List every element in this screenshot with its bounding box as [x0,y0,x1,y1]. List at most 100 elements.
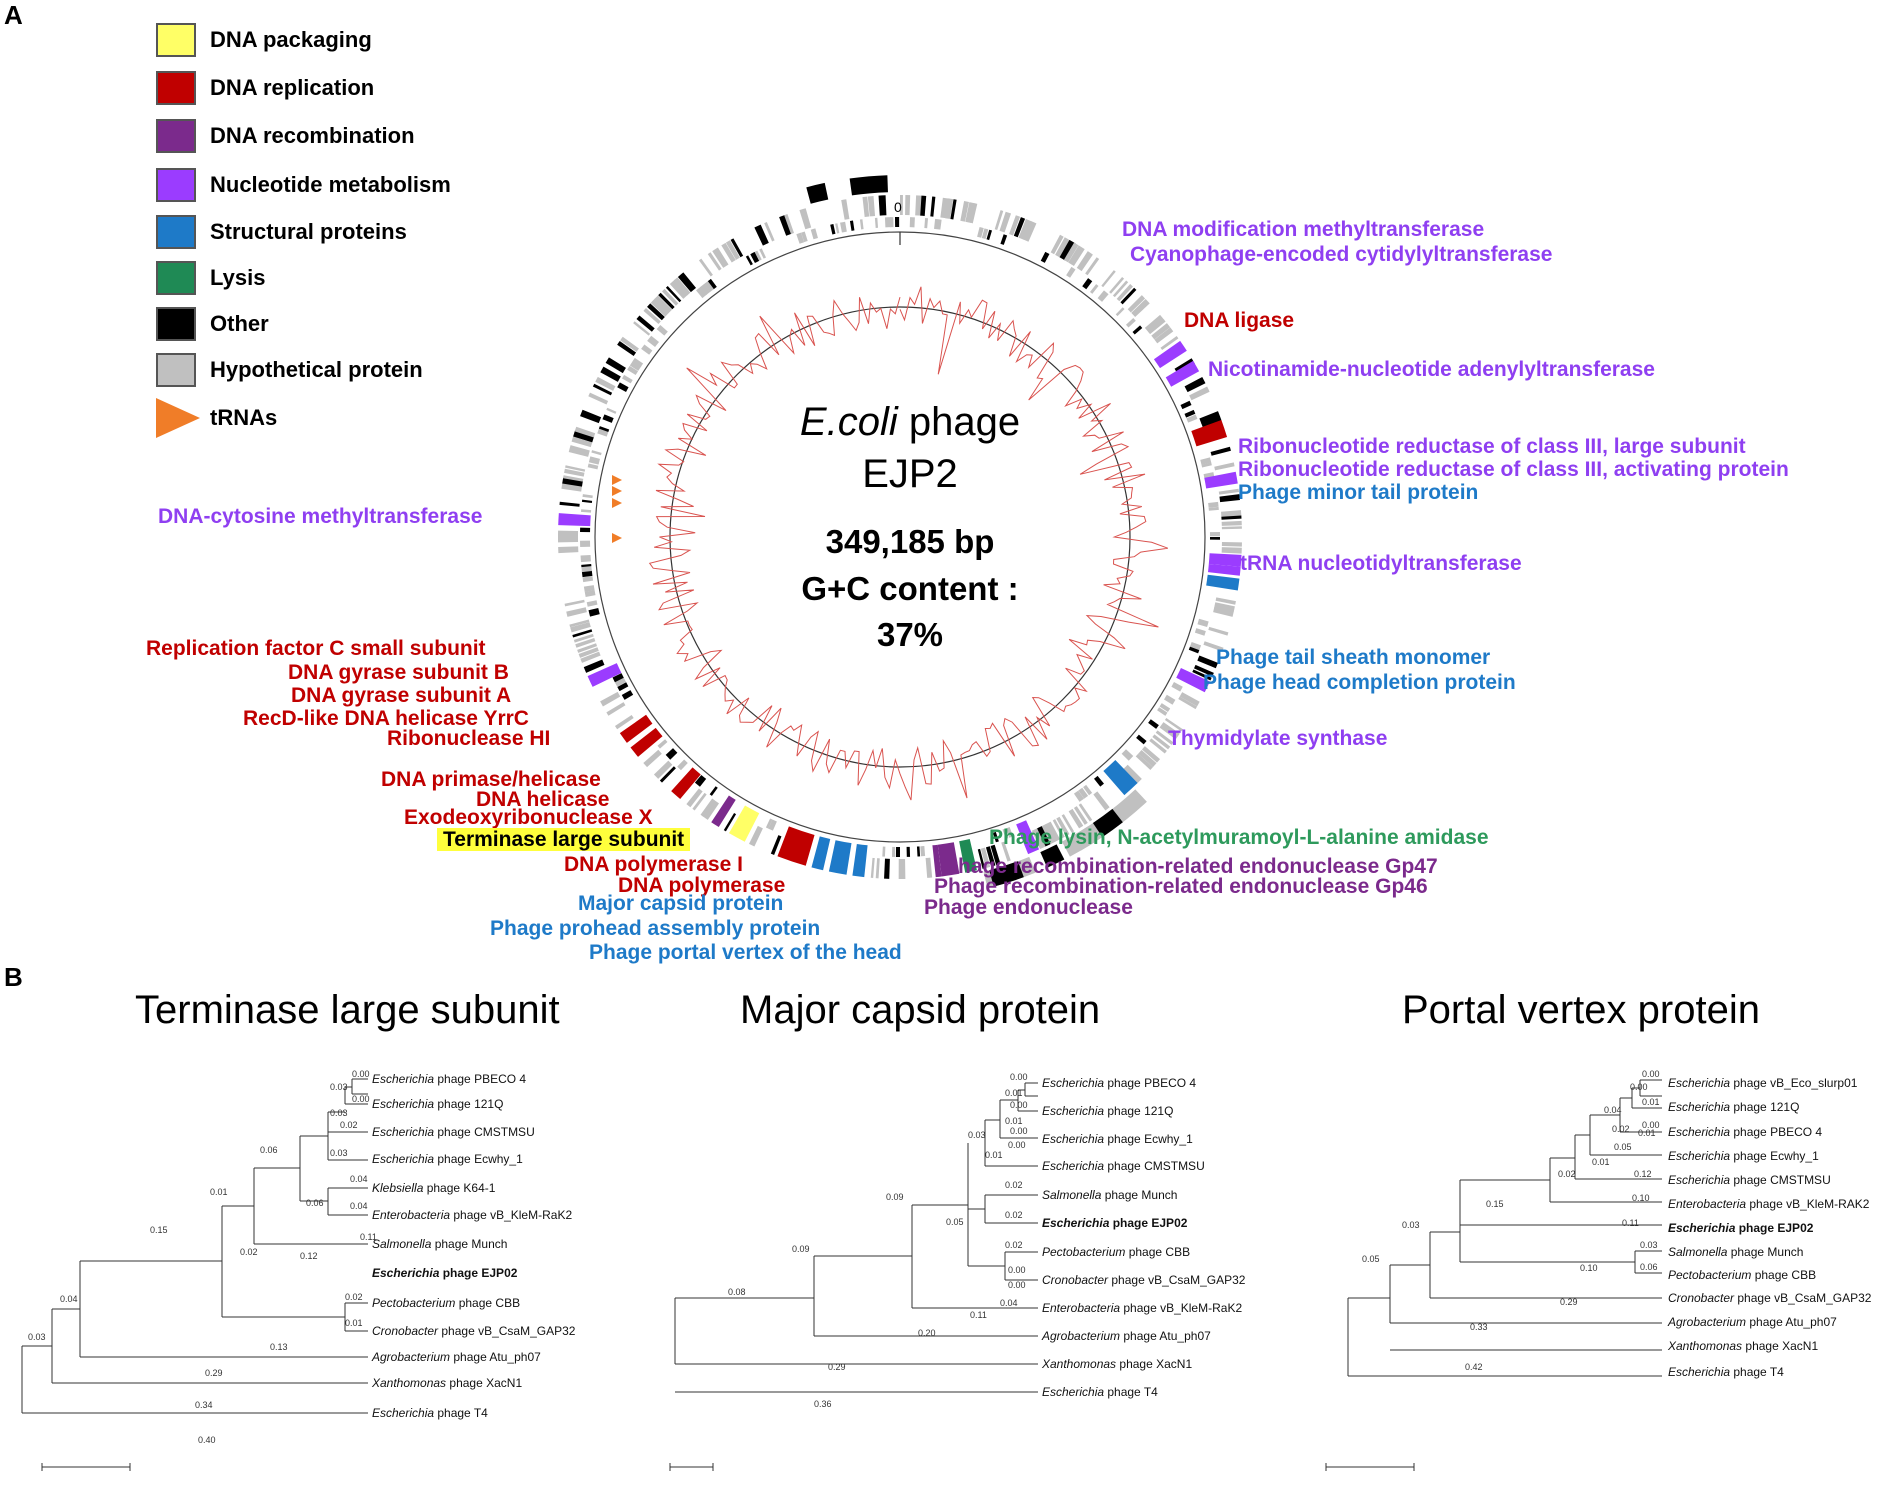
tree-leaf-label: Escherichia phage Ecwhy_1 [1668,1149,1819,1163]
gene-label-recd: RecD-like DNA helicase YrrC [243,707,529,730]
tree-leaf-label: Escherichia phage EJP02 [1668,1221,1814,1235]
cds-forward [1135,753,1153,770]
cds-forward [1221,526,1242,530]
legend-item: Nucleotide metabolism [156,167,451,203]
branch-length-label: 0.00 [1008,1140,1026,1150]
cds-reverse [1083,784,1093,796]
cds-reverse [768,819,777,831]
cds-forward [661,288,679,306]
legend-item: DNA recombination [156,118,415,154]
cds-reverse [602,414,614,423]
legend-label: DNA packaging [210,27,372,52]
cds-reverse [587,463,599,470]
cds-forward [925,857,933,878]
branch-length-label: 0.00 [352,1094,370,1104]
cds-forward [677,272,697,293]
branch-length-label: 0.36 [814,1399,832,1409]
branch-length-label: 0.10 [1580,1263,1598,1273]
branch-length-label: 0.00 [1010,1126,1028,1136]
cds-forward [605,357,626,374]
zero-tick-label: 0 [894,199,902,215]
cds-reverse [1148,719,1159,729]
cds-forward [1155,730,1174,745]
tree-branch [999,1099,1018,1139]
tree-leaf-label: Escherichia phage CMSTMSU [1042,1159,1205,1173]
branch-length-label: 0.06 [260,1145,278,1155]
cds-forward [1208,626,1229,636]
branch-length-label: 0.06 [306,1198,324,1208]
cds-forward [1203,641,1224,652]
tree-branch [968,1251,1038,1281]
cds-reverse [1157,707,1168,716]
cds-reverse [906,846,911,857]
tree-branch [1460,1250,1662,1274]
cds-reverse [934,218,942,230]
cds-annotated [1191,420,1228,447]
legend-item: tRNAs [156,398,277,438]
cds-reverse [1200,457,1212,465]
branch-length-label: 0.02 [1005,1240,1023,1250]
tree-branch [1429,1232,1662,1299]
tree-leaf-label: Salmonella phage Munch [1668,1245,1803,1259]
panel-b-label: B [4,962,23,992]
cds-forward [1063,242,1079,263]
tree-branch [79,1261,368,1358]
tree-branch [1549,1157,1575,1203]
cds-reverse [884,217,892,228]
genome-title-italic: E.coli [799,400,898,444]
cds-reverse [621,690,634,700]
cds-forward [1009,215,1021,236]
branch-length-label: 0.04 [350,1174,368,1184]
cds-forward [862,196,870,217]
tree-leaf-label: Cronobacter phage vB_CsaM_GAP32 [1042,1273,1246,1287]
cds-forward [1164,717,1183,732]
cds-annotated [558,513,591,527]
cds-reverse [632,357,644,367]
gene-label-lysin: Phage lysin, N-acetylmuramoyl-L-alanine … [989,826,1489,849]
tree-leaf-label: Escherichia phage 121Q [1042,1104,1173,1118]
cds-reverse [580,540,591,548]
tree-leaf-label: Escherichia phage CMSTMSU [372,1125,535,1139]
gene-label-gyrb: DNA gyrase subunit B [288,661,509,684]
cds-annotated [959,839,977,873]
branch-length-label: 0.02 [1005,1210,1023,1220]
gene-label-nicotinamide: Nicotinamide-nucleotide adenylyltransfer… [1208,358,1655,381]
cds-forward [784,214,795,235]
cds-forward [583,659,605,673]
panel-a-label: A [4,0,23,30]
cds-forward [1078,803,1093,822]
cds-forward [566,607,587,617]
cds-reverse [1186,414,1198,423]
branch-length-label: 0.40 [198,1435,216,1445]
cds-reverse [707,278,717,290]
cds-annotated [1204,471,1238,489]
cds-forward [1219,494,1240,503]
cds-reverse [581,563,592,568]
cds-annotated [1208,564,1241,576]
cds-forward [643,308,661,325]
cds-forward [574,426,596,438]
cds-reverse [1208,501,1219,508]
tree-leaf-label: Klebsiella phage K64-1 [372,1181,496,1195]
cds-forward [875,858,880,879]
cds-forward [1127,295,1146,313]
cds-reverse [657,739,668,749]
triangle-icon [156,398,200,438]
cds-forward [669,279,689,299]
cds-forward [643,749,662,768]
cds-forward [1068,245,1085,267]
branch-length-label: 0.00 [1642,1069,1660,1079]
branch-length-label: 0.03 [1640,1240,1658,1250]
cds-reverse [920,846,926,857]
legend-swatch [156,119,196,153]
cds-annotated [1208,553,1242,567]
cds-reverse [612,673,624,683]
cds-forward [647,303,665,321]
cds-forward [1152,734,1171,750]
cds-forward [870,857,875,878]
legend-swatch [156,261,196,295]
legend-item: Structural proteins [156,214,407,250]
cds-reverse [1000,234,1008,245]
cds-reverse [759,248,767,259]
cds-reverse [1189,642,1202,651]
